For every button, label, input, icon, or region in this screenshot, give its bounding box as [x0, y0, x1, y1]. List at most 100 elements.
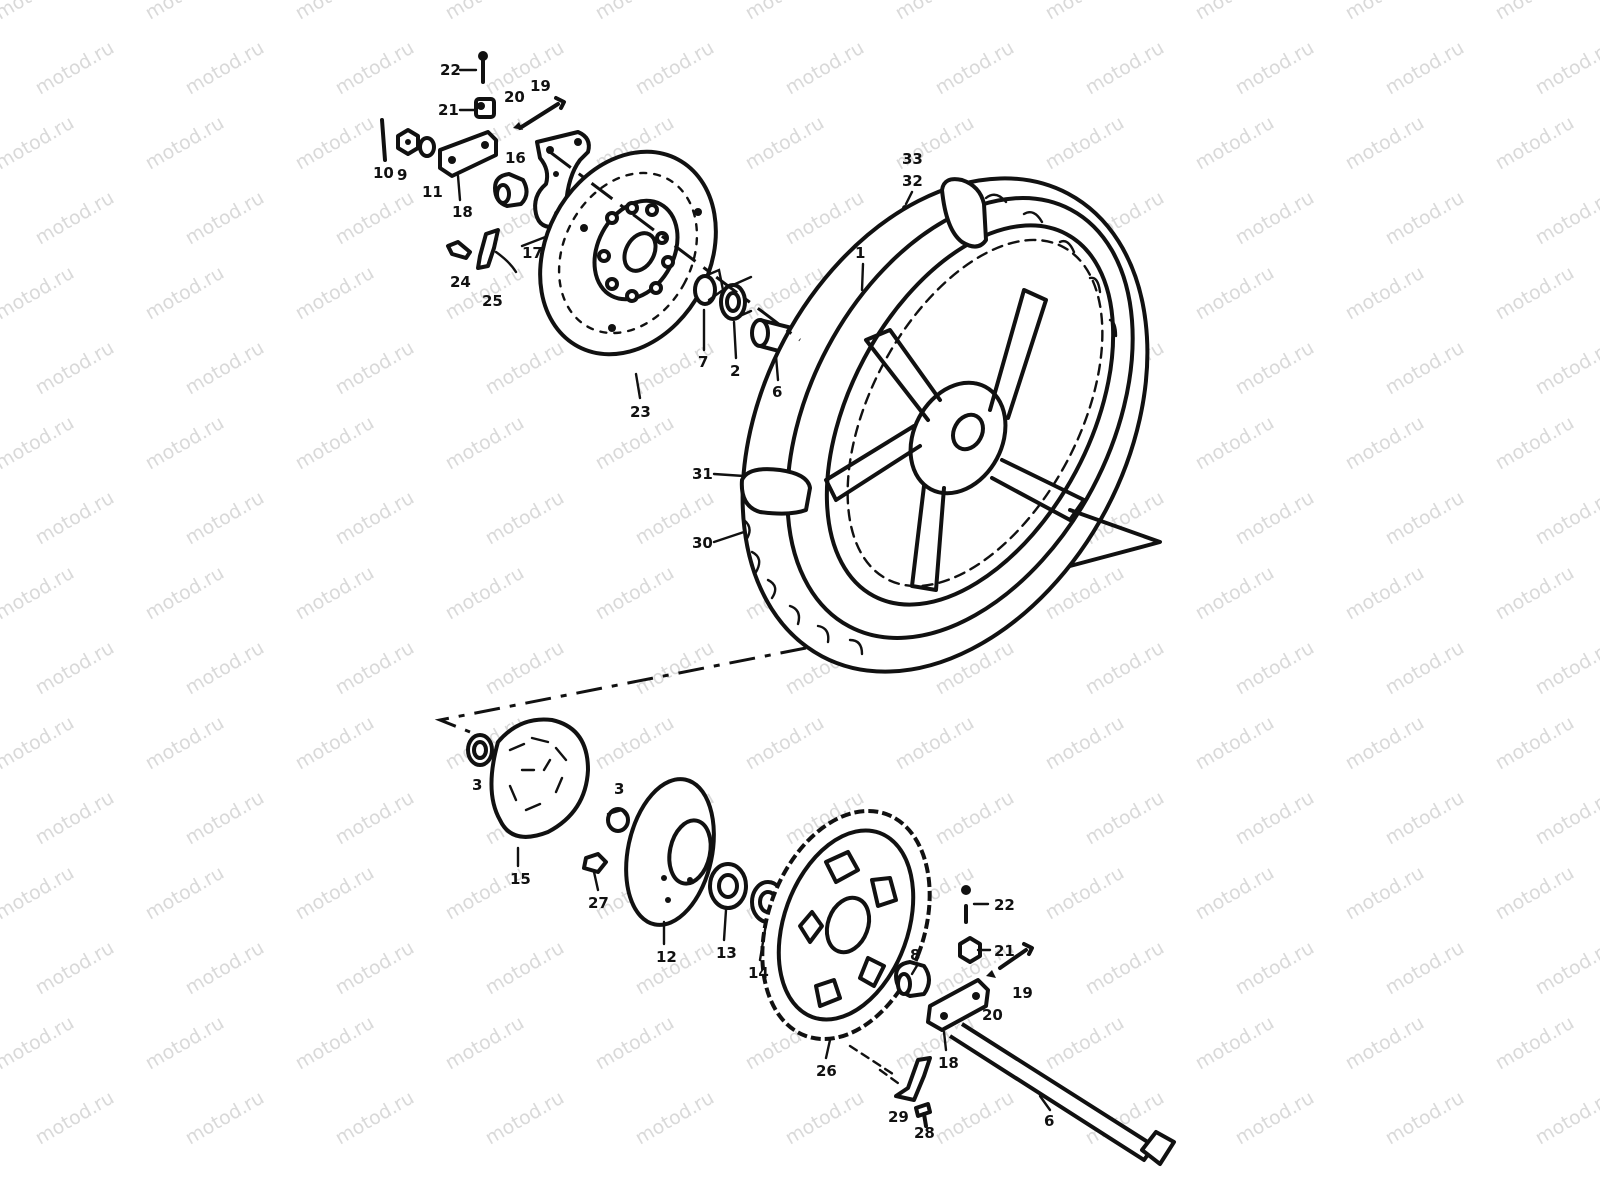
- callout-19-lower: 19: [1012, 984, 1033, 1002]
- watermark-text: motod.ru: [1492, 862, 1578, 925]
- part-27-bolt: [582, 852, 608, 874]
- watermark-text: motod.ru: [592, 0, 678, 24]
- part-16-spacer: [493, 172, 529, 208]
- callout-12: 12: [656, 948, 677, 966]
- watermark-text: motod.ru: [142, 112, 228, 175]
- watermark-text: motod.ru: [1042, 862, 1128, 925]
- watermark-text: motod.ru: [1382, 487, 1468, 550]
- watermark-text: motod.ru: [32, 637, 118, 700]
- part-10-bolt: [380, 118, 387, 162]
- callout-6-lower: 6: [1044, 1112, 1054, 1130]
- callout-24: 24: [450, 273, 471, 291]
- watermark-text: motod.ru: [182, 187, 268, 250]
- part-22-cotter-lower: [961, 885, 971, 924]
- watermark-text: motod.ru: [1042, 1012, 1128, 1075]
- callout-18: 18: [452, 203, 473, 221]
- watermark-text: motod.ru: [142, 262, 228, 325]
- watermark-text: motod.ru: [1232, 1087, 1318, 1150]
- watermark-text: motod.ru: [332, 937, 418, 1000]
- watermark-text: motod.ru: [142, 0, 228, 24]
- callout-20-lower: 20: [982, 1006, 1003, 1024]
- callout-2: 2: [730, 362, 740, 380]
- watermark-text: motod.ru: [1532, 1087, 1600, 1150]
- watermark-text: motod.ru: [592, 712, 678, 775]
- callout-31: 31: [692, 465, 713, 483]
- watermark-text: motod.ru: [892, 0, 978, 24]
- watermark-text: motod.ru: [32, 937, 118, 1000]
- callout-3-collar: 3: [614, 780, 624, 798]
- watermark-text: motod.ru: [592, 412, 678, 475]
- watermark-text: motod.ru: [1342, 412, 1428, 475]
- part-20-pin-lower: [986, 970, 996, 978]
- watermark-text: motod.ru: [292, 262, 378, 325]
- clip-leader: [494, 250, 518, 274]
- watermark-text: motod.ru: [1342, 262, 1428, 325]
- watermark-text: motod.ru: [1492, 712, 1578, 775]
- lower-dash-lines: [848, 1044, 904, 1088]
- callout-18-lower: 18: [938, 1054, 959, 1072]
- part-3-bearing-left: [466, 733, 494, 767]
- watermark-text: motod.ru: [1232, 787, 1318, 850]
- watermark-text: motod.ru: [32, 37, 118, 100]
- callout-27: 27: [588, 894, 609, 912]
- watermark-text: motod.ru: [332, 487, 418, 550]
- watermark-text: motod.ru: [142, 412, 228, 475]
- watermark-text: motod.ru: [1082, 37, 1168, 100]
- watermark-text: motod.ru: [332, 787, 418, 850]
- watermark-text: motod.ru: [1042, 712, 1128, 775]
- watermark-text: motod.ru: [182, 937, 268, 1000]
- watermark-text: motod.ru: [442, 562, 528, 625]
- watermark-text: motod.ru: [482, 487, 568, 550]
- callout-33: 33: [902, 150, 923, 168]
- watermark-text: motod.ru: [182, 337, 268, 400]
- watermark-text: motod.ru: [182, 637, 268, 700]
- part-21-nut: [474, 97, 496, 119]
- callout-11: 11: [422, 183, 443, 201]
- watermark-text: motod.ru: [1342, 0, 1428, 24]
- callout-13: 13: [716, 944, 737, 962]
- watermark-text: motod.ru: [1532, 487, 1600, 550]
- watermark-text: motod.ru: [1532, 637, 1600, 700]
- callout-29: 29: [888, 1108, 909, 1126]
- lower-assembly: [466, 717, 1176, 1166]
- watermark-text: motod.ru: [1082, 637, 1168, 700]
- watermark-text: motod.ru: [1492, 562, 1578, 625]
- watermark-text: motod.ru: [592, 562, 678, 625]
- watermark-text: motod.ru: [442, 0, 528, 24]
- watermark-text: motod.ru: [332, 637, 418, 700]
- axle-centerline-upper: [549, 150, 801, 342]
- watermark-text: motod.ru: [1532, 337, 1600, 400]
- watermark-text: motod.ru: [442, 412, 528, 475]
- watermark-text: motod.ru: [632, 937, 718, 1000]
- callout-15: 15: [510, 870, 531, 888]
- callout-9: 9: [397, 166, 407, 184]
- ground-plane-upper: [1068, 508, 1162, 568]
- watermark-text: motod.ru: [0, 712, 78, 775]
- part-9-nut: [396, 128, 420, 156]
- callout-22-lower: 22: [994, 896, 1015, 914]
- watermark-text: motod.ru: [142, 1012, 228, 1075]
- watermark-text: motod.ru: [1382, 937, 1468, 1000]
- watermark-text: motod.ru: [442, 1012, 528, 1075]
- part-31-rim-band: [739, 467, 812, 516]
- sprocket-windows: [798, 850, 898, 1008]
- watermark-text: motod.ru: [1342, 862, 1428, 925]
- watermark-text: motod.ru: [632, 37, 718, 100]
- callout-7: 7: [698, 353, 708, 371]
- watermark-text: motod.ru: [332, 37, 418, 100]
- callout-32: 32: [902, 172, 923, 190]
- part-18-adjuster-plate: [438, 130, 498, 178]
- callout-10: 10: [373, 164, 394, 182]
- watermark-text: motod.ru: [292, 0, 378, 24]
- watermark-text: motod.ru: [1192, 712, 1278, 775]
- part-7-seal: [693, 268, 725, 306]
- watermark-text: motod.ru: [292, 1012, 378, 1075]
- watermark-text: motod.ru: [1382, 37, 1468, 100]
- watermark-text: motod.ru: [1042, 112, 1128, 175]
- watermark-text: motod.ru: [482, 637, 568, 700]
- watermark-text: motod.ru: [0, 1012, 78, 1075]
- part-19-bolt: [518, 96, 566, 130]
- watermark-text: motod.ru: [1492, 1012, 1578, 1075]
- watermark-text: motod.ru: [32, 1087, 118, 1150]
- watermark-text: motod.ru: [1382, 337, 1468, 400]
